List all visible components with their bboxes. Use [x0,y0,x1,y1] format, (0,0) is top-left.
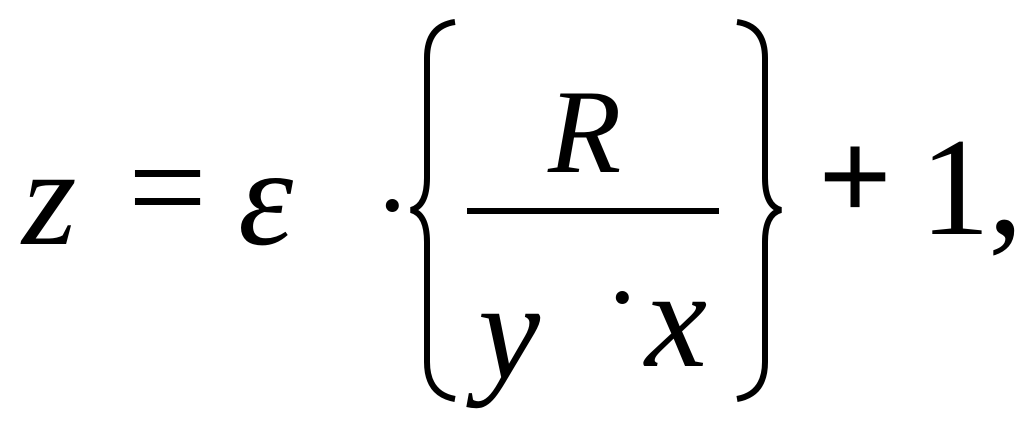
denominator-y: y [478,254,541,409]
variable-z: z [22,120,77,275]
left-brace [409,19,456,402]
constant-one: 1 [920,110,990,265]
comma: , [988,110,1023,265]
fraction-bar [467,208,719,214]
denominator-x: x [645,242,708,397]
variable-epsilon: ε [238,120,294,275]
plus-sign: + [818,105,893,249]
multiplication-dot: · [374,144,411,266]
right-brace [736,19,783,402]
numerator-R: R [548,65,622,198]
denominator-dot: · [604,236,641,358]
equals-sign: = [128,110,207,265]
